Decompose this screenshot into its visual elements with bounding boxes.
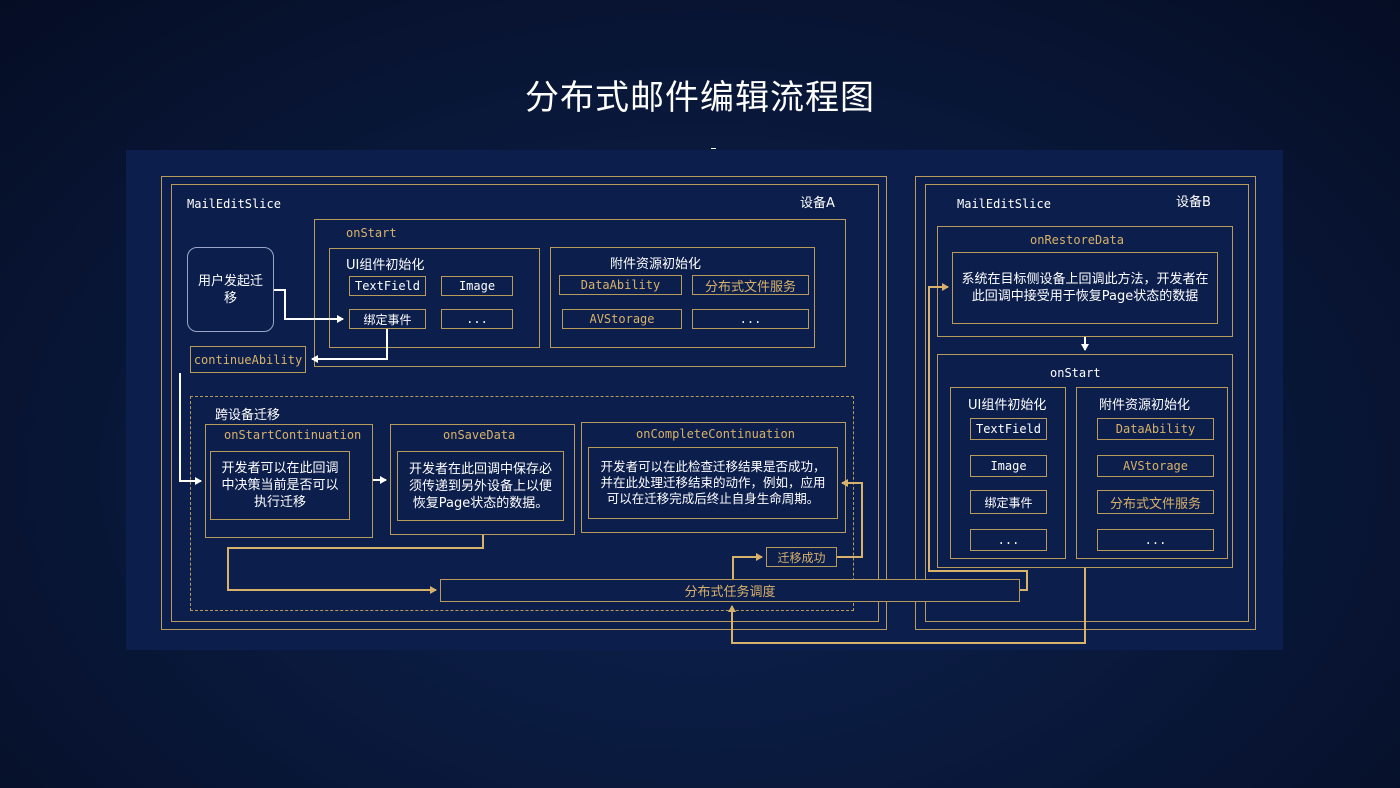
device-b-ui-init-title: UI组件初始化 — [968, 398, 1047, 413]
device-a-more-res-cell: ... — [692, 309, 809, 329]
device-b-onstart-label: onStart — [1050, 366, 1101, 380]
on-restore-data-label: onRestoreData — [1030, 233, 1124, 247]
device-b-inner-frame — [925, 184, 1249, 622]
device-a-image-cell: Image — [441, 276, 513, 296]
device-a-onstart-label: onStart — [346, 226, 397, 240]
migration-success-node: 迁移成功 — [766, 547, 837, 567]
divider-mark — [711, 148, 716, 149]
device-a-avstorage-cell: AVStorage — [562, 309, 682, 329]
device-a-dataability-cell: DataAbility — [559, 275, 682, 295]
page-title: 分布式邮件编辑流程图 — [525, 78, 875, 118]
device-a-res-init-group — [550, 247, 815, 348]
on-complete-continuation-desc: 开发者可以在此检查迁移结果是否成功，并在此处理迁移结束的动作，例如，应用可以在迁… — [588, 447, 838, 519]
device-a-outer-frame — [161, 176, 887, 630]
device-b-avstorage-cell: AVStorage — [1097, 455, 1214, 477]
device-a-more-ui-cell: ... — [441, 309, 513, 329]
device-b-bind-event-cell: 绑定事件 — [970, 490, 1047, 514]
on-complete-continuation-group — [581, 422, 846, 533]
device-b-image-cell: Image — [970, 455, 1047, 477]
device-b-dataability-cell: DataAbility — [1097, 418, 1214, 440]
device-b-dist-file-cell: 分布式文件服务 — [1097, 490, 1214, 514]
device-b-more-res-cell: ... — [1097, 529, 1214, 551]
device-a-bind-event-cell: 绑定事件 — [349, 309, 426, 329]
on-save-data-label: onSaveData — [443, 428, 516, 442]
device-b-label: 设备B — [1176, 195, 1211, 210]
distributed-task-scheduler-node: 分布式任务调度 — [440, 579, 1020, 602]
device-a-textfield-cell: TextField — [349, 276, 426, 296]
on-start-continuation-label: onStartContinuation — [224, 428, 362, 442]
user-start-migration-node: 用户发起迁移 — [187, 247, 274, 332]
device-a-res-init-title: 附件资源初始化 — [610, 257, 702, 272]
on-restore-data-desc: 系统在目标侧设备上回调此方法，开发者在此回调中接受用于恢复Page状态的数据 — [952, 252, 1218, 324]
device-a-label: 设备A — [800, 196, 835, 211]
device-a-dist-file-cell: 分布式文件服务 — [692, 275, 809, 295]
continue-ability-node: continueAbility — [190, 346, 306, 373]
on-save-data-group — [390, 424, 575, 535]
on-save-data-desc: 开发者在此回调中保存必须传递到另外设备上以便恢复Page状态的数据。 — [397, 451, 564, 521]
device-a-inner-frame — [171, 184, 879, 622]
device-b-slice-label: MailEditSlice — [957, 197, 1051, 211]
device-a-ui-init-title: UI组件初始化 — [346, 258, 425, 273]
device-b-textfield-cell: TextField — [970, 418, 1047, 440]
device-b-res-init-group — [1076, 387, 1228, 559]
cross-device-migration-label: 跨设备迁移 — [215, 408, 281, 423]
on-complete-continuation-label: onCompleteContinuation — [636, 427, 795, 441]
device-b-res-init-title: 附件资源初始化 — [1099, 398, 1191, 413]
device-a-slice-label: MailEditSlice — [187, 197, 281, 211]
device-b-more-ui-cell: ... — [970, 529, 1047, 551]
on-restore-data-group — [937, 226, 1233, 337]
on-start-continuation-desc: 开发者可以在此回调中决策当前是否可以执行迁移 — [210, 451, 350, 520]
